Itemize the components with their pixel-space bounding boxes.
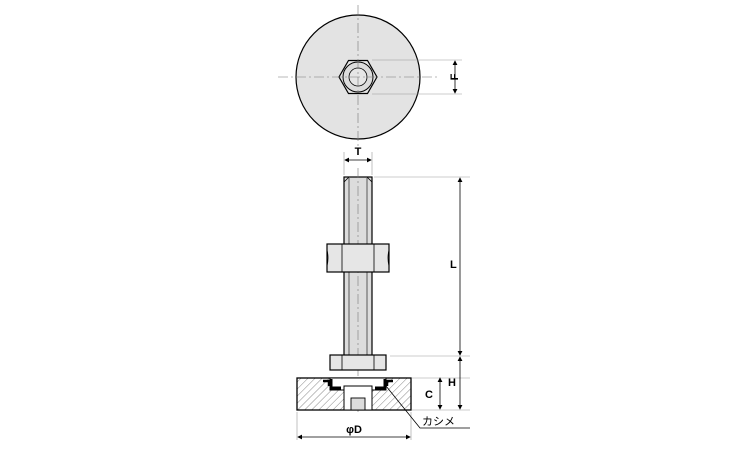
dimension-label-l: L <box>450 259 457 271</box>
dimension-label-f: F <box>449 73 461 80</box>
dimension-label-c: C <box>425 389 433 401</box>
caulk-label: カシメ <box>422 415 455 428</box>
dimension-label-h: H <box>448 377 456 389</box>
lower-hex <box>329 354 387 371</box>
dimension-label-diameter: φD <box>346 424 362 436</box>
lock-nut <box>326 243 390 273</box>
base-pad-section <box>296 377 412 411</box>
dimension-label-t: T <box>355 146 362 158</box>
top-view: F <box>278 5 462 148</box>
caulk-leader <box>385 385 470 429</box>
side-view: T L H C φD カシメ <box>296 146 470 440</box>
